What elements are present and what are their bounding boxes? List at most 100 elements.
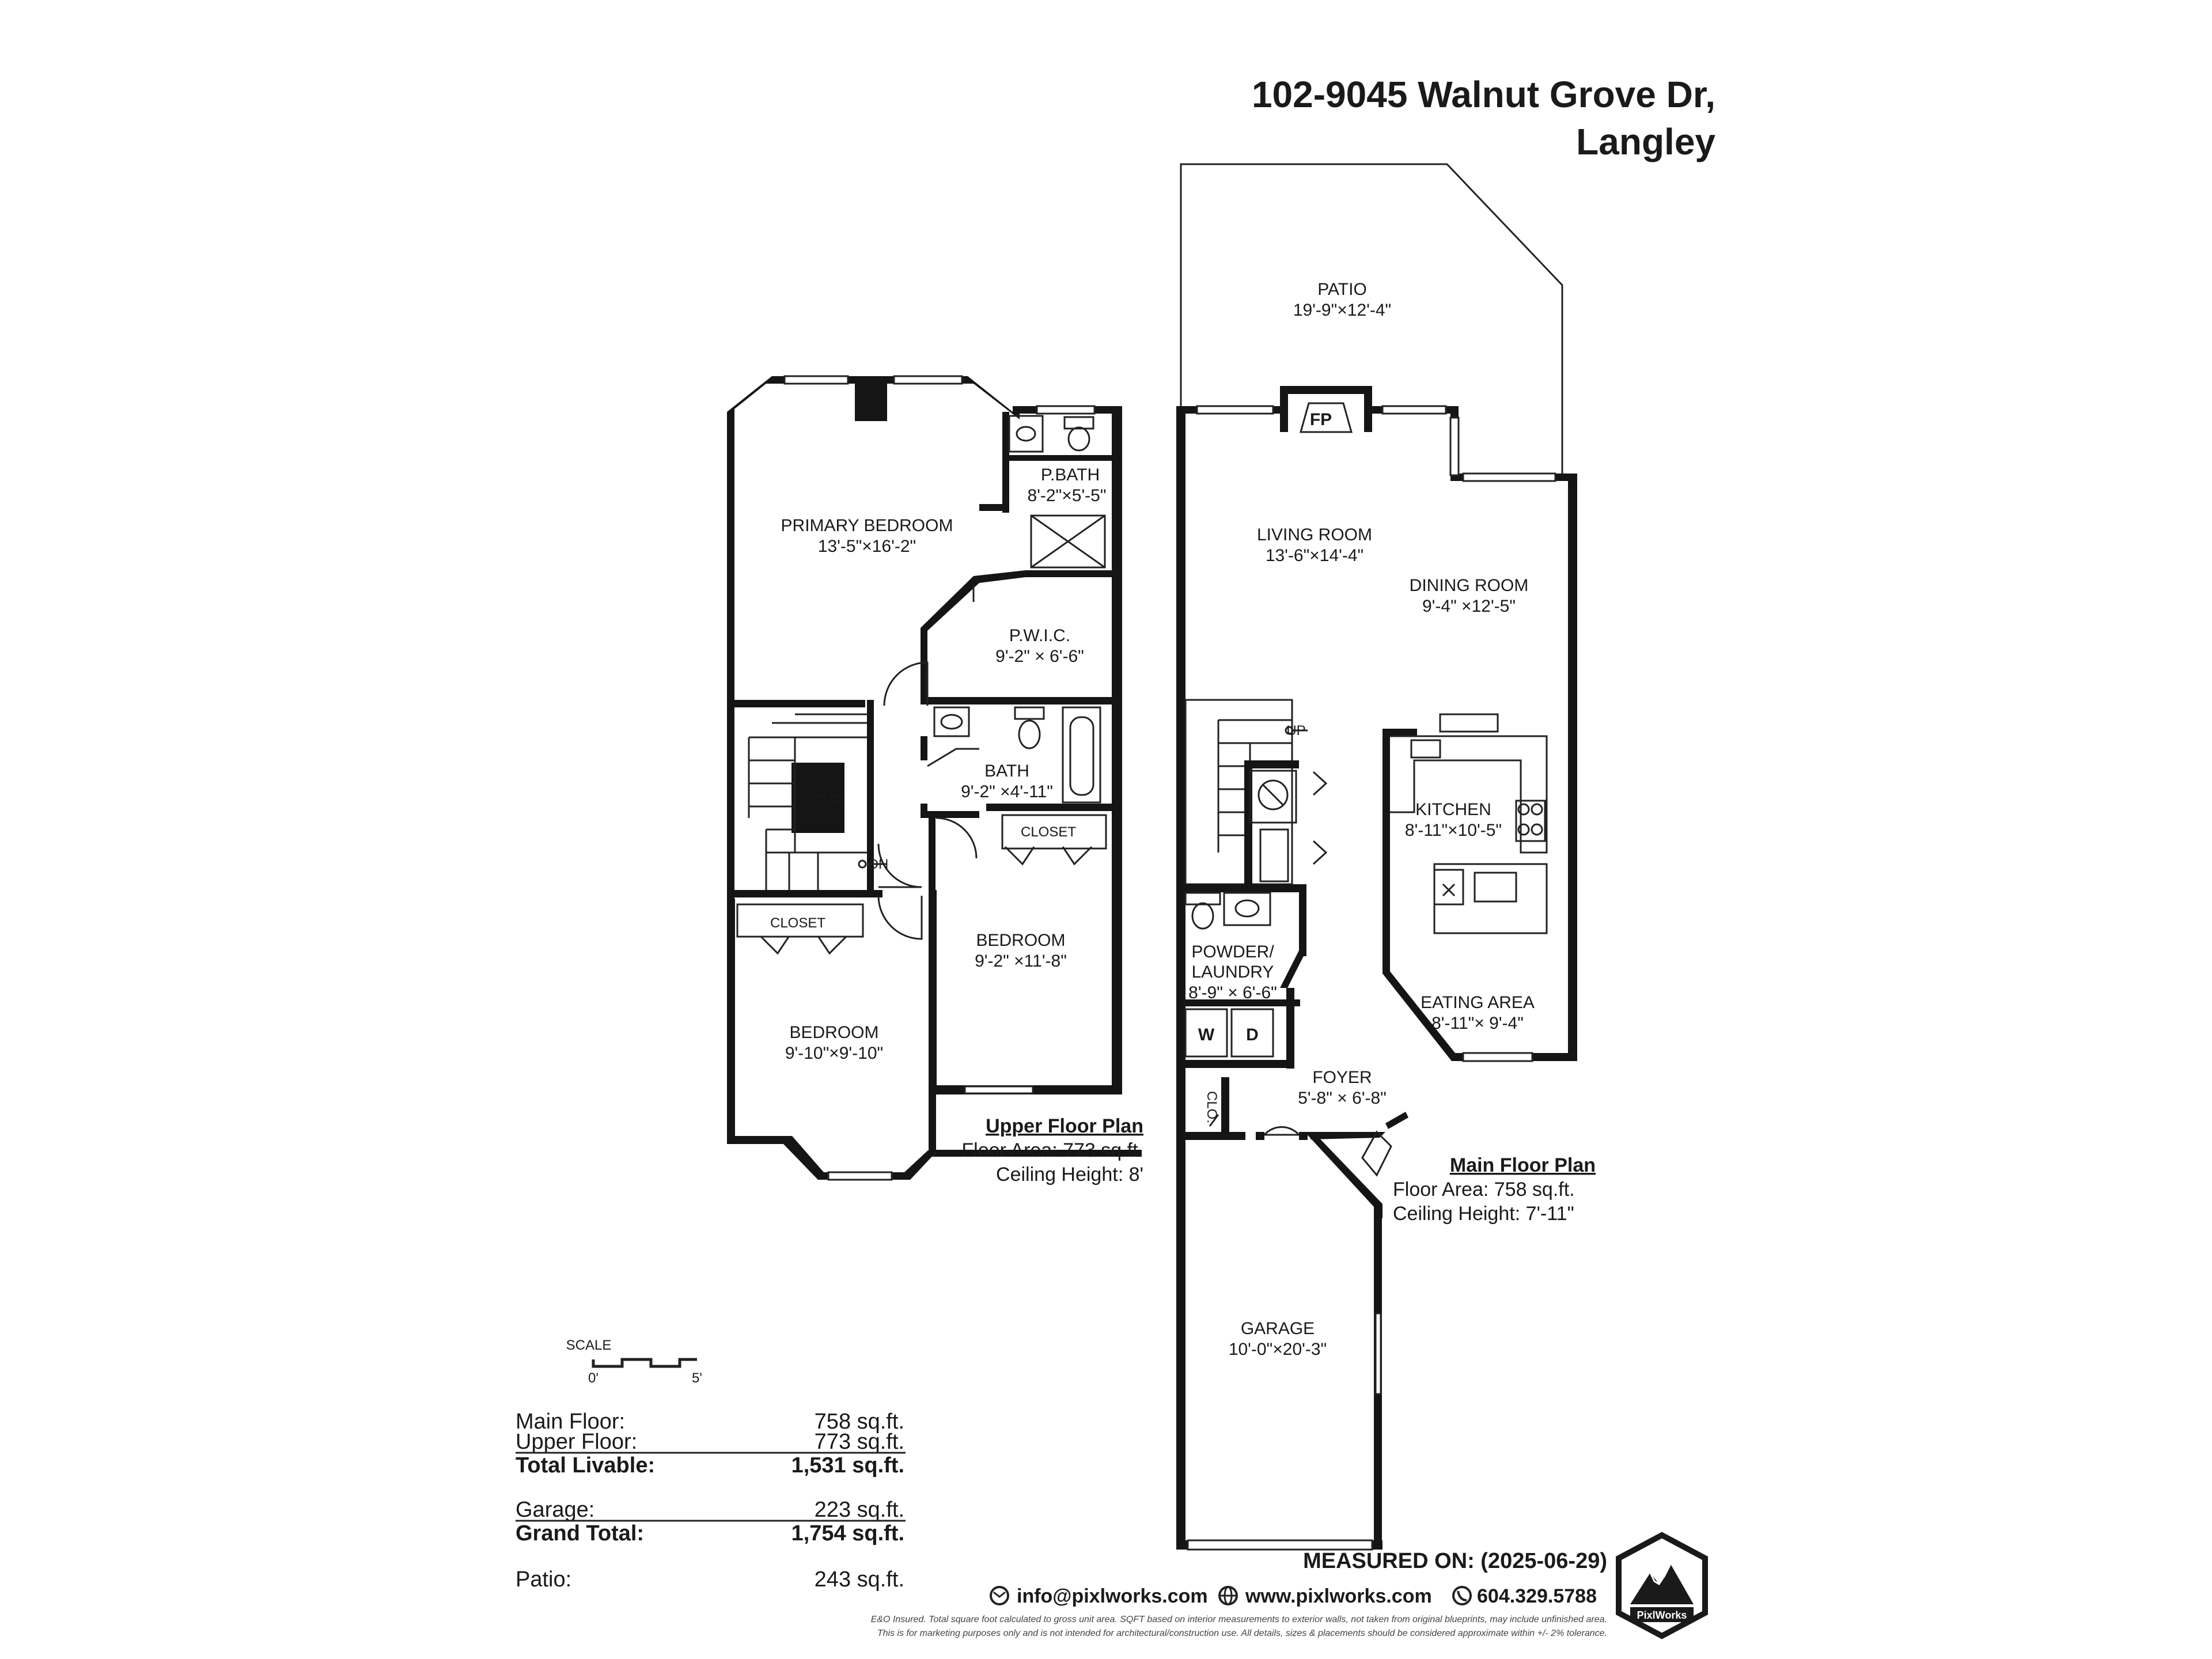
powder-toilet-tank <box>1184 892 1221 906</box>
foyer-name: FOYER <box>1312 1068 1372 1087</box>
up-label: UP <box>1286 723 1305 738</box>
pbath-shower <box>1030 514 1106 569</box>
bath-bottom-wall-r <box>986 804 1120 811</box>
bath-tub-inner <box>1069 716 1094 796</box>
totals-main-value: 758 sq.ft. <box>815 1410 904 1434</box>
contact-phone: 604.329.5788 <box>1477 1585 1597 1607</box>
bath-dims: 9'-2" ×4'-11" <box>961 782 1053 801</box>
upper-window-4 <box>964 1085 1034 1094</box>
stair-top-wall <box>727 700 865 707</box>
kitchen-top-stub <box>1382 729 1417 736</box>
main-floor-plan: PATIO 19'-9"×12'-4" FP LIVING ROOM 13'-6… <box>1176 163 1577 1551</box>
totals-patio-label: Patio: <box>516 1567 571 1592</box>
chimney-block <box>855 376 887 421</box>
fireplace-wall <box>1280 386 1372 432</box>
totals-garage-label: Garage: <box>516 1498 594 1522</box>
pbath-sink <box>1008 415 1044 453</box>
garage-dims: 10'-0"×20'-3" <box>1229 1340 1327 1359</box>
totals-patio-value: 243 sq.ft. <box>815 1567 904 1592</box>
primary-bedroom-name: PRIMARY BEDROOM <box>781 516 953 535</box>
scale-bar: SCALE 0' 5' <box>566 1338 702 1386</box>
garage-door <box>1187 1539 1373 1551</box>
logo-text: PixlWorks <box>1637 1609 1687 1621</box>
bedroom1-left-wall <box>929 890 937 1094</box>
bath-tub <box>1062 706 1101 804</box>
main-left-wall <box>1176 406 1185 1550</box>
patio-dims: 19'-9"×12'-4" <box>1293 301 1391 320</box>
upper-floor-info: Upper Floor Plan Floor Area: 773 sq.ft. … <box>961 1115 1143 1185</box>
kitchen-name: KITCHEN <box>1415 800 1491 819</box>
main-window-4 <box>1462 472 1556 482</box>
totals-upper-value: 773 sq.ft. <box>815 1430 904 1454</box>
bath-toilet-bowl <box>1018 719 1041 749</box>
pwic-wall <box>921 570 1025 700</box>
washer-box <box>1184 1008 1228 1058</box>
upper-window-1 <box>783 375 849 385</box>
pbath-left-wall <box>1002 412 1009 513</box>
water-heater-line <box>1262 783 1285 806</box>
pwic-name: P.W.I.C. <box>1009 626 1070 645</box>
pbath-mid-wall <box>1002 455 1118 461</box>
dining-room-dims: 9'-4" ×12'-5" <box>1422 597 1516 616</box>
phone-icon <box>1452 1586 1472 1605</box>
foyer-door-jamb-r <box>1299 1132 1308 1140</box>
closet1-box <box>1001 814 1107 850</box>
pbath-toilet-tank <box>1063 416 1094 430</box>
main-clo-label: CLO. <box>1204 1091 1219 1123</box>
pbath-shower-x2 <box>1031 514 1105 569</box>
bedroom2-dims: 9'-10"×9'-10" <box>785 1044 883 1063</box>
main-window-3 <box>1449 416 1460 476</box>
web-link[interactable]: www.pixlworks.com <box>1218 1585 1432 1607</box>
washer-label: W <box>1198 1025 1215 1044</box>
bedroom1-dims: 9'-2" ×11'-8" <box>975 952 1067 971</box>
address-line1: 102-9045 Walnut Grove Dr, <box>1252 74 1715 115</box>
door-pwic-swing <box>883 661 929 706</box>
main-right-wall <box>1562 474 1577 1061</box>
phone-link[interactable]: 604.329.5788 <box>1452 1585 1597 1607</box>
totals-grand-value: 1,754 sq.ft. <box>791 1521 904 1546</box>
bedroom2-name: BEDROOM <box>789 1023 878 1042</box>
living-room-name: LIVING ROOM <box>1257 525 1372 544</box>
utility-top-wall <box>1244 760 1299 768</box>
footer: MEASURED ON: (2025-06-29) info@pixlworks… <box>871 1532 1708 1639</box>
clo-door-mark <box>1209 1114 1219 1127</box>
email-link[interactable]: info@pixlworks.com <box>990 1585 1208 1607</box>
main-floor-title: Main Floor Plan <box>1450 1154 1596 1176</box>
upper-floor-ceiling: Ceiling Height: 8' <box>996 1164 1143 1185</box>
entry-door-swing <box>1361 1130 1392 1177</box>
closet2-doors <box>759 935 848 955</box>
foyer-door-swing <box>1262 1126 1301 1136</box>
disclaimer-line1: E&O Insured. Total square foot calculate… <box>871 1615 1607 1624</box>
main-floor-info: Main Floor Plan Floor Area: 758 sq.ft. C… <box>1393 1154 1596 1225</box>
pbath-toilet-bowl <box>1067 426 1090 452</box>
kitchen-left-wall <box>1382 732 1390 974</box>
powder-toilet-bowl <box>1191 902 1214 930</box>
powder-sink <box>1223 892 1271 926</box>
entry-door-jamb <box>1385 1112 1408 1129</box>
pbath-shower-wall <box>1025 570 1118 577</box>
address-header: 102-9045 Walnut Grove Dr, Langley <box>1252 74 1715 162</box>
primary-bedroom-dims: 13'-5"×16'-2" <box>818 537 916 556</box>
totals-livable-value: 1,531 sq.ft. <box>791 1453 904 1478</box>
powder-right-wall <box>1299 884 1306 956</box>
eating-area-dims: 8'-11"× 9'-4" <box>1431 1014 1524 1033</box>
upper-window-2 <box>893 375 963 385</box>
door-bedroom2-swing <box>877 895 923 940</box>
main-window-2 <box>1381 405 1447 415</box>
stair-right-wall <box>867 700 874 890</box>
water-heater-box <box>1249 770 1297 824</box>
kitchen-window <box>1439 713 1499 733</box>
totals-upper-label: Upper Floor: <box>516 1430 637 1454</box>
upper-floor-area: Floor Area: 773 sq.ft. <box>961 1139 1143 1161</box>
dryer-label: D <box>1246 1025 1259 1044</box>
pbath-dims: 8'-2"×5'-5" <box>1028 486 1107 505</box>
bath-left-stub <box>921 804 927 818</box>
door-bath-swing <box>927 748 979 767</box>
door-bedroom1b-swing <box>935 817 978 859</box>
mountain-icon <box>1630 1564 1694 1604</box>
bath-sink <box>933 706 970 737</box>
fireplace-hearth <box>1300 402 1353 433</box>
foyer-wall <box>1310 1132 1385 1139</box>
clo-right-wall <box>1221 1077 1229 1135</box>
pbath-name: P.BATH <box>1041 465 1100 484</box>
